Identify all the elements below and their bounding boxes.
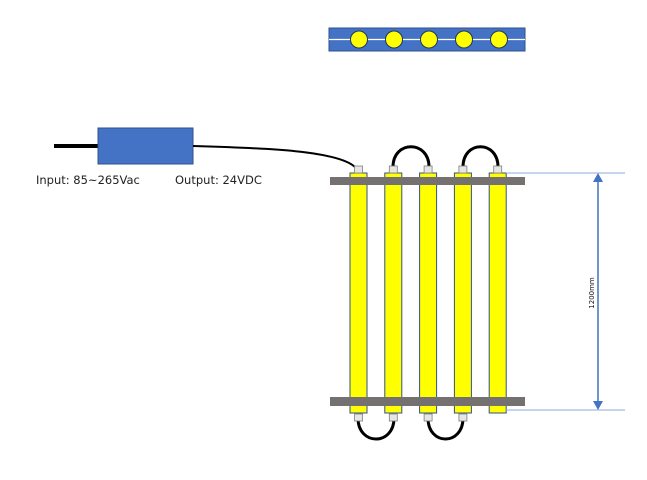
led-strip — [349, 172, 368, 414]
led-dot — [420, 30, 438, 49]
bottom-rail — [330, 397, 525, 406]
strip-connector-bottom — [354, 413, 363, 422]
led-strip — [453, 172, 472, 414]
strip-connector-bottom — [388, 413, 398, 422]
led-preview-strip — [328, 27, 526, 52]
driver-box — [97, 127, 194, 165]
strip-connector-top — [458, 165, 468, 174]
jumper-cable — [426, 417, 465, 441]
led-dot — [490, 30, 508, 49]
led-strip — [384, 172, 403, 414]
output-cable — [192, 145, 357, 169]
connectors — [354, 165, 503, 422]
strip-connector-top — [493, 165, 503, 174]
dimension-arrow-top — [593, 173, 603, 182]
led-strip — [419, 172, 438, 414]
jumper-cable — [461, 145, 500, 168]
led-strips — [349, 172, 507, 414]
dimension-label: 1200mm — [588, 277, 596, 309]
jumper-cable — [356, 417, 396, 441]
input-label: Input: 85~265Vac — [36, 173, 140, 187]
dimension-indicator: 1200mm — [506, 172, 625, 411]
strip-connector-bottom — [423, 413, 433, 422]
led-dot — [385, 30, 403, 49]
led-strip — [488, 172, 507, 414]
output-label: Output: 24VDC — [175, 173, 262, 187]
bottom-jumpers — [356, 417, 465, 441]
strip-connector-top — [388, 165, 398, 174]
dimension-arrow-bottom — [593, 401, 603, 410]
top-jumpers — [391, 145, 500, 168]
top-rail — [330, 177, 525, 185]
strip-connector-bottom — [458, 413, 468, 422]
strip-connector-top — [354, 165, 363, 174]
jumper-cable — [391, 145, 431, 168]
led-dot — [455, 30, 473, 49]
power-supply: Input: 85~265Vac Output: 24VDC — [36, 127, 357, 187]
strip-connector-top — [423, 165, 433, 174]
led-dot — [350, 30, 368, 49]
